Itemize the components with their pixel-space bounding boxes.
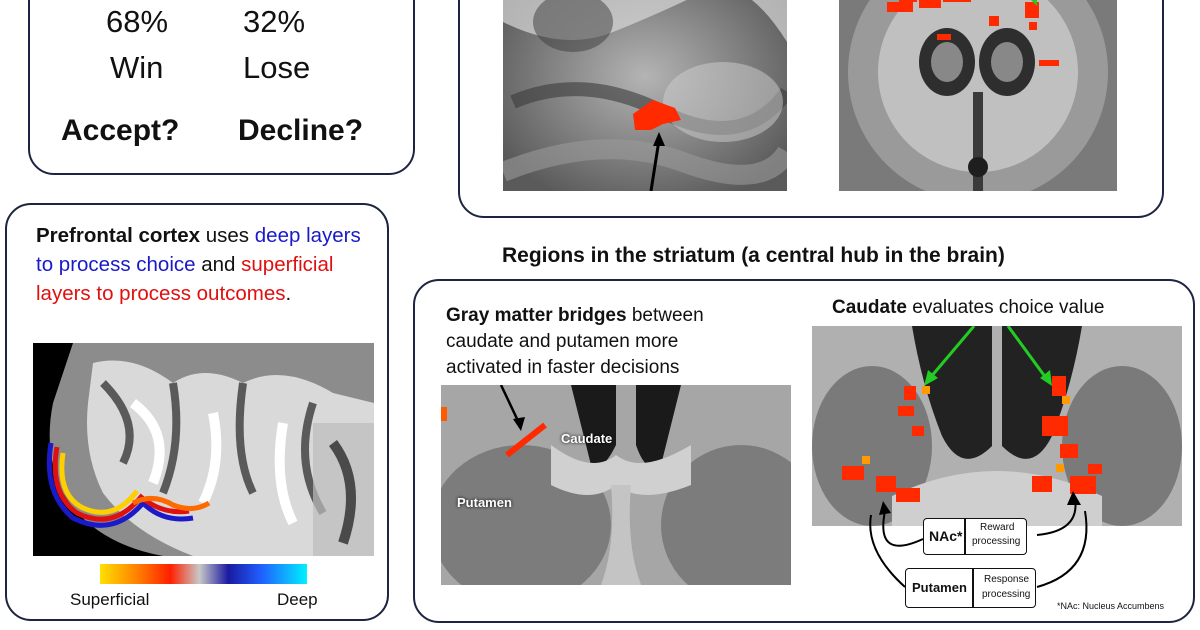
prefrontal-text: uses <box>200 224 255 247</box>
green-arrow-icon <box>1031 0 1037 6</box>
nac-divider <box>964 519 966 554</box>
prefrontal-term: Prefrontal cortex <box>36 224 201 247</box>
green-arrow-icon <box>924 326 1052 386</box>
cortex-mri-svg <box>46 343 374 556</box>
bridge-activation <box>499 385 547 458</box>
activation-blobs <box>887 0 1059 66</box>
caudate-image-label: Caudate <box>561 431 613 446</box>
bridges-description: Gray matter bridges between caudate and … <box>446 303 704 381</box>
putamen-box: Putamen Response processing <box>905 568 1036 608</box>
caudate-text: evaluates choice value <box>906 297 1105 318</box>
putamen-desc-1: Response <box>984 574 1030 585</box>
period-text: . <box>285 282 292 305</box>
top-mri-panel <box>458 0 1164 218</box>
gamble-panel: 68% 32% Win Lose Accept? Decline? <box>28 0 415 175</box>
nac-desc-1: Reward <box>980 522 1015 533</box>
caudate-activation <box>842 376 1102 502</box>
black-arrow-icon <box>649 132 665 191</box>
putamen-divider <box>972 569 974 607</box>
colorbar-superficial-label: Superficial <box>70 590 150 609</box>
activation-blob <box>633 100 681 130</box>
layer-activation <box>46 442 211 528</box>
caudate-activation-orange <box>862 386 1070 472</box>
striatum-title: Regions in the striatum (a central hub i… <box>502 244 1005 267</box>
nac-box: NAc* Reward processing <box>923 518 1027 555</box>
prefrontal-panel: Prefrontal cortex uses deep layers to pr… <box>5 203 389 621</box>
putamen-box-label: Putamen <box>912 580 967 595</box>
caudate-mri-svg <box>812 326 1182 526</box>
colorbar-deep-label: Deep <box>277 590 318 609</box>
and-text: and <box>195 253 242 276</box>
bridges-mri-image: Caudate Putamen <box>441 385 791 585</box>
bridges-text-1: between <box>626 305 704 326</box>
caudate-term: Caudate <box>832 297 907 318</box>
black-arrow-icon <box>499 385 521 424</box>
bridges-mri-svg <box>441 385 791 585</box>
lose-percent: 32% <box>243 4 306 39</box>
striatum-panel: Gray matter bridges between caudate and … <box>413 279 1195 623</box>
decline-label: Decline? <box>238 114 364 147</box>
lose-label: Lose <box>243 50 311 85</box>
win-percent: 68% <box>106 4 169 39</box>
bridges-text-2: caudate and putamen more <box>446 331 679 352</box>
curved-arrow-icon <box>869 491 1088 588</box>
top-right-mri-image <box>839 0 1117 191</box>
cortex-mri-image <box>33 343 374 556</box>
top-left-mri-svg <box>503 0 787 191</box>
caudate-mri-image <box>812 326 1182 526</box>
superficial-layers-text: superficial layers to process outcomes <box>36 253 334 305</box>
nac-label: NAc* <box>929 528 963 544</box>
putamen-image-label: Putamen <box>457 495 512 510</box>
accept-label: Accept? <box>61 114 180 147</box>
prefrontal-description: Prefrontal cortex uses deep layers to pr… <box>36 221 376 308</box>
bridges-text-3: activated in faster decisions <box>446 357 680 378</box>
nac-desc-2: processing <box>972 536 1021 547</box>
win-label: Win <box>110 50 164 85</box>
top-left-mri-image <box>503 0 787 191</box>
deep-layers-text: deep layers to process choice <box>36 224 361 276</box>
top-right-mri-svg <box>839 0 1117 191</box>
nac-footnote: *NAc: Nucleus Accumbens <box>1057 601 1165 611</box>
bridges-term: Gray matter bridges <box>446 305 627 326</box>
colorbar <box>100 564 307 584</box>
putamen-desc-2: processing <box>982 589 1031 600</box>
caudate-description: Caudate evaluates choice value <box>832 297 1104 319</box>
